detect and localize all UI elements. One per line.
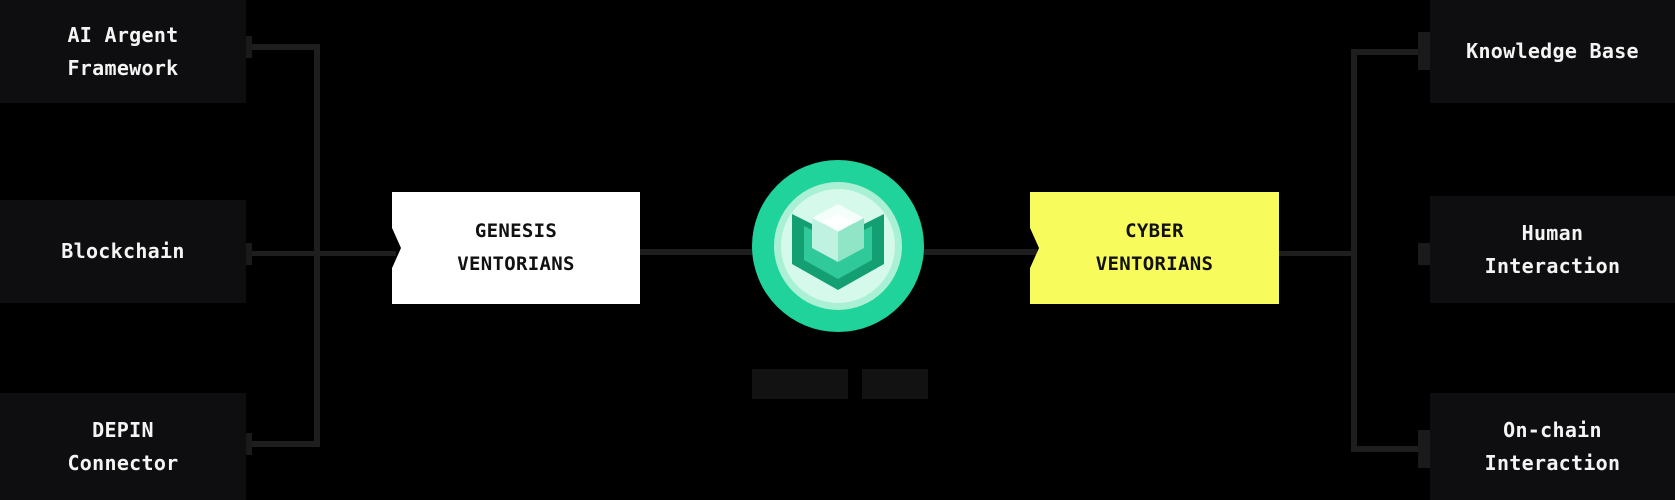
node-label: DEPIN Connector [67, 417, 179, 475]
connector-line [314, 44, 320, 447]
node-label: GENESIS VENTORIANS [457, 220, 575, 275]
cyber-ventorians-node: CYBER VENTORIANS [1030, 192, 1279, 304]
input-node-depin-connector: DEPIN Connector [0, 393, 246, 500]
cube-shield-logo-icon [752, 160, 924, 332]
placeholder-block [862, 369, 928, 399]
connector-line [246, 441, 320, 447]
connector-line [1277, 251, 1357, 256]
connector-line [639, 249, 759, 255]
placeholder-block [752, 369, 848, 399]
genesis-ventorians-node: GENESIS VENTORIANS [392, 192, 640, 304]
output-node-human-interaction: Human Interaction [1430, 196, 1675, 303]
node-label: On-chain Interaction [1484, 417, 1621, 475]
connector-line [1351, 49, 1427, 55]
output-node-knowledge-base: Knowledge Base [1430, 0, 1675, 103]
node-label: Blockchain [61, 239, 185, 263]
connector-line [917, 249, 1037, 255]
input-node-ai-framework: AI Argent Framework [0, 0, 246, 103]
node-label: Knowledge Base [1466, 39, 1639, 63]
node-label: Human Interaction [1484, 220, 1621, 278]
input-node-blockchain: Blockchain [0, 200, 246, 303]
node-label: CYBER VENTORIANS [1095, 220, 1214, 275]
node-label: AI Argent Framework [67, 22, 179, 80]
core-logo [752, 160, 924, 332]
connector-line [246, 251, 396, 256]
connector-line [1351, 446, 1427, 452]
connector-line [1351, 49, 1357, 452]
output-node-onchain-interaction: On-chain Interaction [1430, 393, 1675, 500]
connector-line [246, 44, 320, 50]
